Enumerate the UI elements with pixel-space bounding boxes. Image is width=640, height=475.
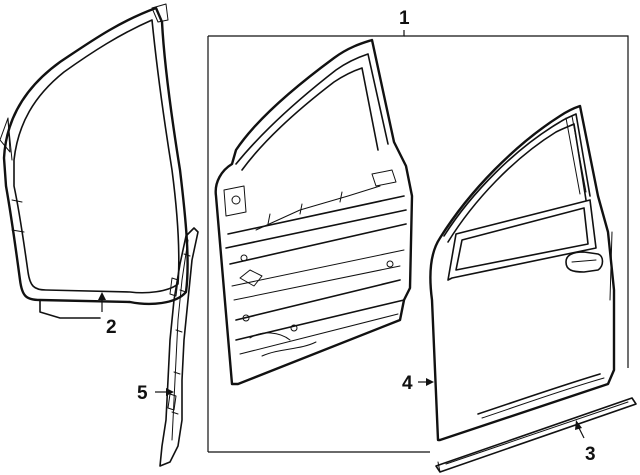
lower-molding (435, 397, 637, 473)
callout-5: 5 (137, 383, 148, 404)
callout-3: 3 (585, 444, 596, 465)
weatherstrip-seal (0, 3, 189, 319)
assembly-bracket (207, 30, 629, 453)
door-outer-skin (429, 104, 616, 442)
callout-2: 2 (106, 317, 117, 338)
callout-4: 4 (402, 373, 413, 394)
pillar-seal-strip (159, 227, 199, 467)
callout-1: 1 (399, 8, 410, 29)
callout-leaders (98, 292, 585, 439)
door-shell-inner (214, 38, 414, 386)
